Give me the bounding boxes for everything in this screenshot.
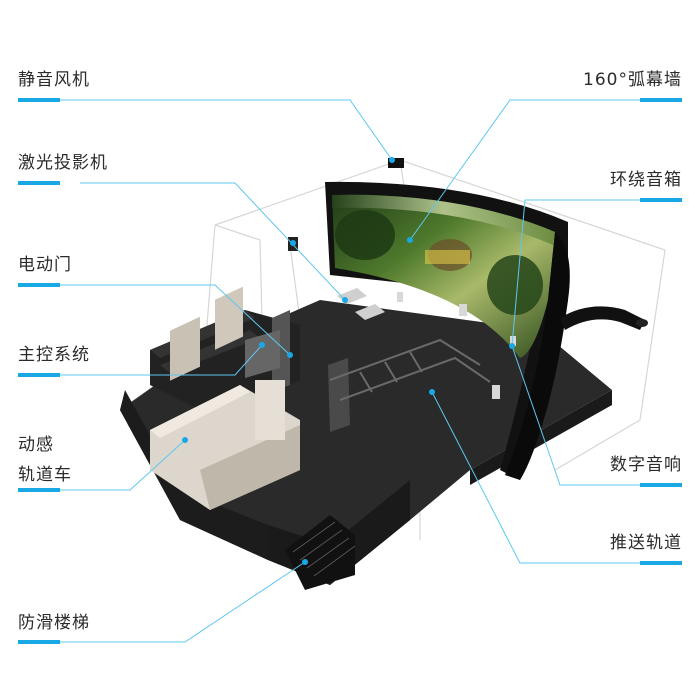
accent-bar bbox=[18, 488, 60, 492]
label-surround-speaker: 环绕音箱 bbox=[610, 170, 682, 190]
accent-bar bbox=[18, 283, 60, 287]
label-silent-fan: 静音风机 bbox=[18, 70, 90, 90]
accent-bar bbox=[640, 198, 682, 202]
accent-bar bbox=[640, 561, 682, 565]
label-anti-slip-stairs: 防滑楼梯 bbox=[18, 613, 90, 633]
leader-lines bbox=[60, 99, 680, 643]
accent-bar bbox=[18, 373, 60, 377]
push-track-rails bbox=[329, 338, 491, 401]
label-electric-door: 电动门 bbox=[18, 255, 72, 275]
accent-bar bbox=[640, 483, 682, 487]
label-motion-line1: 动感 bbox=[18, 435, 54, 455]
accent-bar bbox=[18, 98, 60, 102]
anti-slip-stairs-shape bbox=[285, 515, 356, 590]
label-arc-screen: 160°弧幕墙 bbox=[583, 70, 682, 90]
leader-dots bbox=[182, 157, 515, 565]
accent-bar bbox=[18, 181, 60, 185]
accent-bar bbox=[18, 640, 60, 644]
label-push-track: 推送轨道 bbox=[610, 533, 682, 553]
silent-fan-device bbox=[388, 158, 404, 168]
label-motion-line2: 轨道车 bbox=[18, 465, 72, 485]
speaker-arm bbox=[560, 306, 648, 330]
label-laser-projector: 激光投影机 bbox=[18, 153, 108, 173]
motion-ride-vehicle bbox=[150, 286, 300, 510]
digital-audio-device bbox=[492, 385, 500, 399]
accent-bar bbox=[640, 98, 682, 102]
partitions bbox=[245, 310, 350, 432]
arc-screen-wall bbox=[325, 181, 570, 480]
label-main-control: 主控系统 bbox=[18, 345, 90, 365]
label-digital-audio: 数字音响 bbox=[610, 455, 682, 475]
